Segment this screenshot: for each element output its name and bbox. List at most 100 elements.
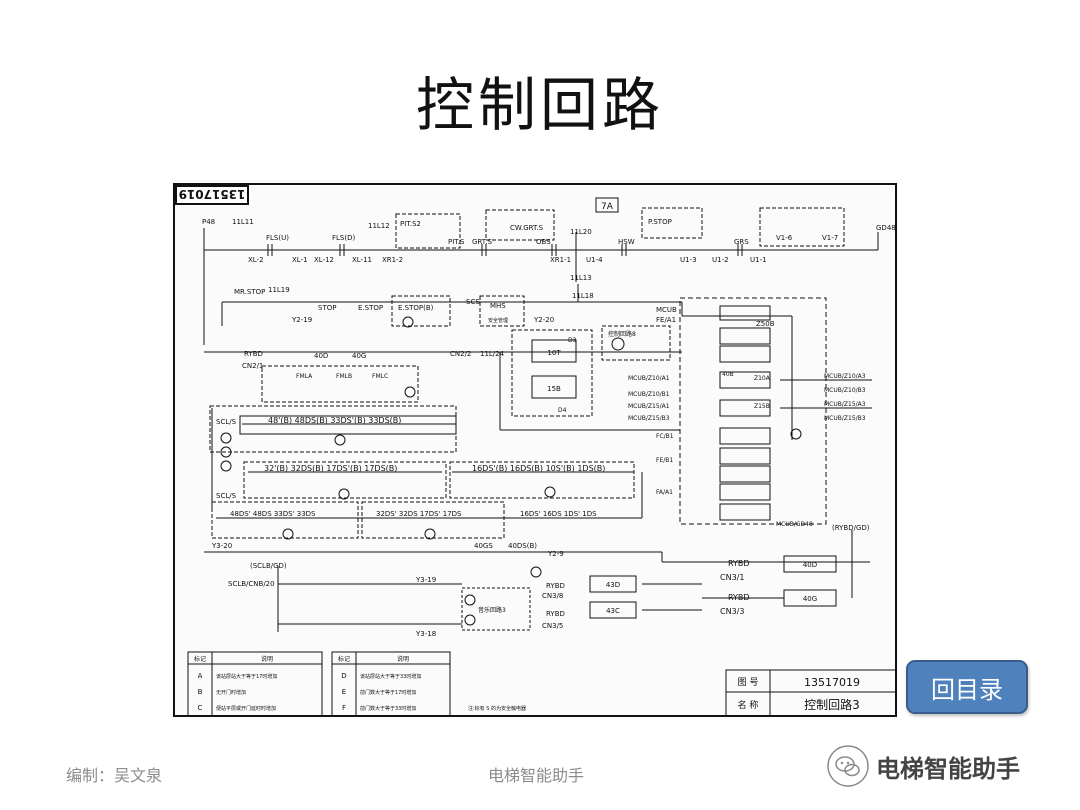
lbl-11l12: 11L12 bbox=[368, 222, 390, 230]
lbl-z50b: Z50B bbox=[756, 320, 775, 328]
lbl-p48: P48 bbox=[202, 218, 215, 226]
lbl-rybdgd: (RYBD/GD) bbox=[832, 524, 870, 532]
lbl-40d2: 40D bbox=[803, 561, 817, 569]
lbl-mcubz15a1: MCUB/Z15/A1 bbox=[628, 403, 670, 410]
legend-hdr-mark-2: 标记 bbox=[338, 655, 350, 663]
lbl-row1: 48'(B) 48DS(B) 33DS'(B) 33DS(B) bbox=[268, 416, 401, 425]
lbl-sec: 安全管理 bbox=[488, 317, 508, 324]
lbl-mcubz15b3: MCUB/Z15/B3 bbox=[628, 415, 670, 422]
tb-name-label: 名 称 bbox=[738, 699, 759, 711]
legend-mark-f: F bbox=[342, 704, 346, 712]
lbl-feb1: FE/B1 bbox=[656, 457, 673, 464]
lbl-40gs: 40GS bbox=[474, 542, 493, 550]
lbl-10t: 10T bbox=[547, 349, 561, 357]
legend-desc-b: 无开门时增加 bbox=[216, 689, 246, 696]
lbl-scls-1: SCL/S bbox=[216, 418, 237, 426]
lbl-xl2: XL-2 bbox=[248, 256, 264, 264]
lbl-estopb: E.STOP(B) bbox=[398, 304, 434, 312]
lbl-row4: 48DS' 48DS 33DS' 33DS bbox=[230, 510, 316, 518]
lbl-ctrl8: 控制回路8 bbox=[608, 330, 636, 338]
footer-author: 编制：吴文泉 bbox=[66, 766, 163, 785]
lbl-hsw: HSW bbox=[618, 238, 635, 246]
lbl-xl12: XL-12 bbox=[314, 256, 334, 264]
lbl-grs: GRS bbox=[734, 238, 749, 246]
lbl-pits: PIT.S bbox=[448, 238, 465, 246]
lbl-row2: 32'(B) 32DS(B) 17DS'(B) 17DS(B) bbox=[264, 464, 397, 473]
lbl-row3: 16DS'(B) 16DS(B) 10S'(B) 1DS(B) bbox=[472, 464, 605, 473]
lbl-rybd: RYBD bbox=[244, 350, 263, 358]
footer-center-text: 电梯智能助手 bbox=[488, 766, 585, 785]
lbl-row5: 32DS' 32DS 17DS' 17DS bbox=[376, 510, 462, 518]
legend-hdr-desc-1: 说明 bbox=[261, 655, 273, 663]
lbl-fmlc: FMLC bbox=[372, 373, 388, 380]
lbl-fls-d: FLS(D) bbox=[332, 234, 355, 242]
legend-desc-e: 前门数大于等于17时增加 bbox=[360, 689, 416, 696]
legend-mark-d: D bbox=[341, 672, 346, 680]
legend-desc-d: 该站层站大于等于33时增加 bbox=[360, 673, 421, 680]
lbl-fmla: FMLA bbox=[296, 373, 313, 380]
slide-title: 控制回路 bbox=[415, 71, 664, 139]
lbl-d3: D3 bbox=[568, 337, 577, 344]
lbl-y318: Y3-18 bbox=[415, 630, 436, 638]
lbl-fmlb: FMLB bbox=[336, 373, 352, 380]
lbl-u11: U1-1 bbox=[750, 256, 767, 264]
lbl-rybd5: RYBD bbox=[728, 593, 750, 602]
lbl-mcub: MCUB bbox=[656, 306, 677, 314]
stamp-box bbox=[175, 185, 249, 205]
lbl-u12: U1-2 bbox=[712, 256, 729, 264]
lbl-mhs: MHS bbox=[490, 302, 506, 310]
lbl-xl11: XL-11 bbox=[352, 256, 372, 264]
legend-desc-a: 该站层站大于等于17时增加 bbox=[216, 673, 277, 680]
tb-figno-label: 图 号 bbox=[738, 677, 759, 688]
sheet-box bbox=[595, 197, 619, 213]
lbl-mcubz10b3: MCUB/Z10/B3 bbox=[824, 387, 866, 394]
brand-watermark: 电梯智能助手 bbox=[826, 744, 1020, 788]
lbl-pstop: P.STOP bbox=[648, 218, 672, 226]
lbl-scls-2: SCL/S bbox=[216, 492, 237, 500]
legend-note: 注:标有 S 的为安全触电器 bbox=[468, 705, 526, 712]
legend-desc-c: 便站平层或开门延时时增加 bbox=[216, 705, 276, 712]
lbl-cn35: CN3/5 bbox=[542, 622, 563, 630]
lbl-y219: Y2-19 bbox=[291, 316, 312, 324]
stamp-text: 13517019 bbox=[179, 187, 246, 201]
legend-mark-a: A bbox=[198, 672, 203, 680]
lbl-mcubz10a3: MCUB/Z10/A3 bbox=[824, 373, 866, 380]
lbl-y319: Y3-19 bbox=[415, 576, 436, 584]
lbl-ctrl3: 音乐回路3 bbox=[478, 606, 506, 614]
lbl-xr12: XR1-2 bbox=[382, 256, 403, 264]
back-to-contents-button[interactable]: 回目录 bbox=[906, 660, 1028, 714]
lbl-v16: V1-6 bbox=[776, 234, 793, 242]
lbl-scs: SCS bbox=[466, 298, 480, 306]
lbl-11l20: 11L20 bbox=[570, 228, 592, 236]
lbl-11l18: 11L18 bbox=[572, 292, 594, 300]
lbl-43d: 43D bbox=[606, 581, 620, 589]
lbl-mrstop: MR.STOP bbox=[234, 288, 265, 296]
lbl-estop: E.STOP bbox=[358, 304, 383, 312]
lbl-cn38: CN3/8 bbox=[542, 592, 563, 600]
lbl-40g2: 40G bbox=[803, 595, 817, 603]
lbl-cwgrts: CW.GRT.S bbox=[510, 224, 544, 232]
lbl-row6: 16DS' 16DS 1DS' 1DS bbox=[520, 510, 597, 518]
lbl-u14: U1-4 bbox=[586, 256, 603, 264]
control-circuit-drawing: 13517019 7A bbox=[172, 180, 898, 720]
lbl-cn33: CN3/3 bbox=[720, 607, 744, 616]
lbl-15b: 15B bbox=[547, 385, 561, 393]
legend-hdr-desc-2: 说明 bbox=[397, 655, 409, 663]
lbl-43c: 43C bbox=[606, 607, 620, 615]
wechat-icon bbox=[827, 745, 869, 787]
lbl-d4: D4 bbox=[558, 407, 567, 414]
lbl-40b: 40B bbox=[722, 371, 734, 378]
lbl-y29: Y2-9 bbox=[547, 550, 564, 558]
lbl-stop: STOP bbox=[318, 304, 336, 312]
legend-desc-f: 前门数大于等于33时增加 bbox=[360, 705, 416, 712]
lbl-mcubgd48: MCUB/GD48 bbox=[776, 521, 813, 528]
lbl-gd48: GD48 bbox=[876, 224, 896, 232]
lbl-fls-u: FLS(U) bbox=[266, 234, 289, 242]
legend-mark-b: B bbox=[198, 688, 203, 696]
lbl-11l24: 11L/24 bbox=[480, 350, 505, 358]
lbl-40g: 40G bbox=[352, 352, 366, 360]
lbl-y320: Y3-20 bbox=[211, 542, 232, 550]
lbl-xr11: XR1-1 bbox=[550, 256, 571, 264]
lbl-mcubz15a3: MCUB/Z15/A3 bbox=[824, 401, 866, 408]
lbl-40dsb: 40DS(B) bbox=[508, 542, 537, 550]
